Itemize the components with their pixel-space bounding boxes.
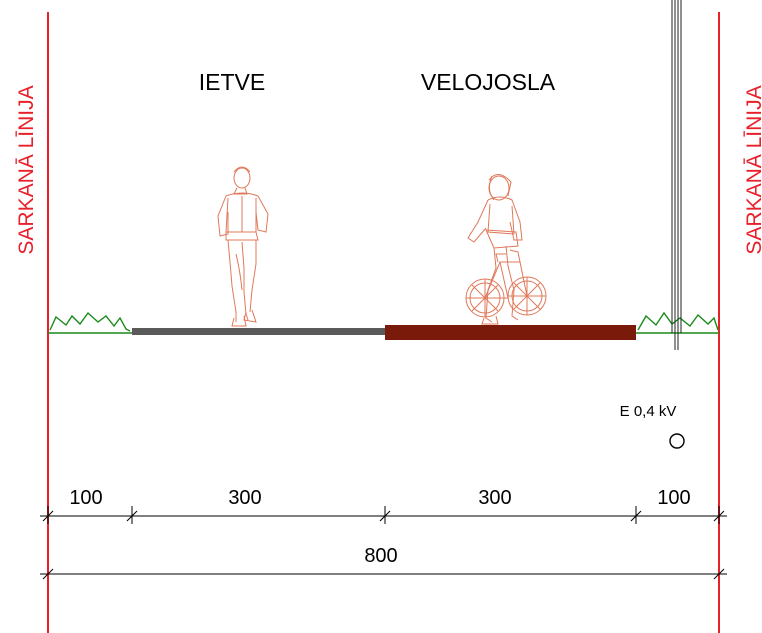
cyclist-figure <box>465 174 547 325</box>
bike-lane-surface <box>385 325 636 340</box>
dimension-total: 800 <box>364 545 397 567</box>
pedestrian-figure <box>217 166 269 327</box>
sidewalk-surface <box>132 328 385 335</box>
power-cable-label: E 0,4 kV <box>620 403 677 420</box>
utility-pole <box>671 0 682 350</box>
dimension-segment-4: 100 <box>657 487 690 509</box>
dimension-chain <box>40 506 727 580</box>
grass-left <box>48 311 132 334</box>
dimension-segment-1: 100 <box>69 487 102 509</box>
dimension-segment-3: 300 <box>478 487 511 509</box>
power-cable-marker <box>669 433 685 449</box>
left-red-line-label: SARKANĀ LĪNIJA <box>15 85 38 254</box>
bike-lane-label: VELOJOSLA <box>421 69 556 95</box>
right-red-line-label: SARKANĀ LĪNIJA <box>743 85 762 254</box>
dimension-segment-2: 300 <box>228 487 261 509</box>
sidewalk-label: IETVE <box>199 69 265 95</box>
